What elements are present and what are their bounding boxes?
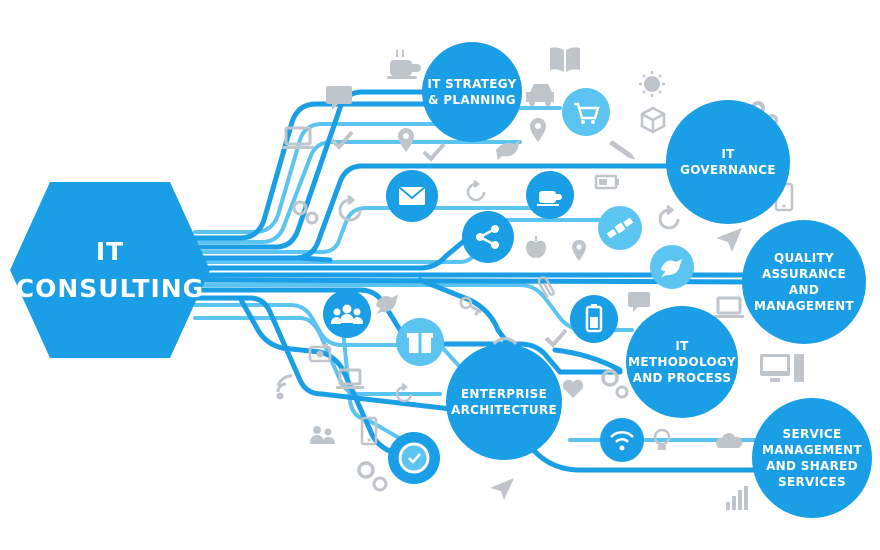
- twitter-bird-icon: [376, 294, 398, 314]
- bar-chart-icon: [726, 486, 748, 510]
- paper-plane-icon: [716, 228, 742, 252]
- paperclip-icon: [537, 276, 555, 298]
- satellite-icon: [598, 206, 642, 250]
- key-icon: [459, 296, 482, 317]
- decorative-icons: [276, 47, 804, 510]
- refresh-icon: [395, 383, 413, 403]
- package-icon: [640, 106, 666, 134]
- coffee-cup-icon: [526, 171, 574, 219]
- laptop-icon: [714, 296, 744, 318]
- smartphone-icon: [360, 416, 378, 446]
- map-pin-icon: [398, 128, 414, 152]
- strategy-planning-circle: [422, 42, 522, 142]
- gears-icon: [357, 461, 388, 492]
- wifi-icon: [600, 418, 644, 462]
- refresh-icon: [338, 194, 362, 222]
- bird-icon: [496, 140, 520, 160]
- gears-icon: [292, 200, 319, 225]
- chat-bubble-icon: [628, 292, 650, 312]
- chat-bubble-icon: [326, 86, 352, 110]
- enterprise-architecture-circle: [446, 344, 562, 460]
- coffee-cup-icon: [387, 50, 421, 79]
- wifi-icon: [276, 374, 293, 400]
- camera-icon: [308, 344, 332, 363]
- cloud-icon: [715, 433, 743, 448]
- service-management-circle: [752, 398, 872, 518]
- map-pin-icon: [572, 240, 586, 261]
- checkmark-icon: [544, 328, 568, 348]
- share-icon: [462, 211, 514, 263]
- governance-circle: [666, 100, 790, 224]
- apple-icon: [526, 236, 546, 258]
- checkmark-icon: [422, 142, 446, 162]
- mail-icon: [386, 170, 438, 222]
- topic-circles: [422, 42, 872, 518]
- map-pin-icon: [530, 118, 546, 142]
- laptop-icon: [282, 126, 314, 149]
- battery-icon: [570, 295, 618, 343]
- laptop-icon: [336, 368, 364, 389]
- refresh-icon: [466, 180, 486, 202]
- methodology-process-circle: [626, 306, 738, 418]
- users-icon: [323, 290, 371, 338]
- battery-icon: [594, 174, 619, 190]
- paper-plane-icon: [490, 478, 514, 500]
- twitter-bird-icon: [650, 245, 694, 289]
- gears-icon: [601, 369, 629, 399]
- lightbulb-icon: [653, 428, 671, 450]
- sun-icon: [639, 71, 665, 97]
- icon-nodes: [323, 88, 694, 484]
- clock-icon: [388, 432, 440, 484]
- car-icon: [526, 84, 554, 106]
- gift-icon: [396, 318, 444, 366]
- checkmark-icon: [330, 130, 354, 150]
- hub-hexagon: [10, 182, 210, 358]
- book-icon: [550, 47, 580, 72]
- pencil-icon: [609, 140, 636, 160]
- heart-icon: [562, 379, 584, 398]
- users-icon: [310, 426, 335, 444]
- monitor-icon: [760, 354, 804, 382]
- quality-assurance-circle: [742, 220, 866, 344]
- shopping-cart-icon: [562, 88, 610, 136]
- refresh-icon: [658, 204, 680, 230]
